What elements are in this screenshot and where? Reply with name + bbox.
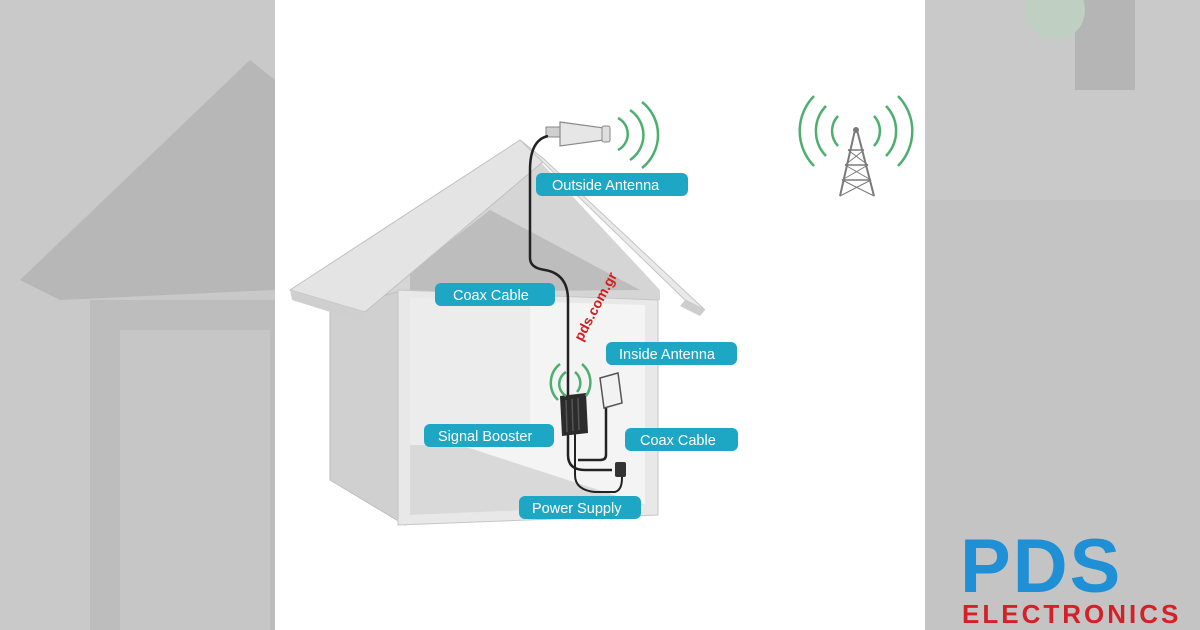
power-supply-icon [615, 462, 626, 477]
house-illustration [288, 139, 706, 526]
inside-antenna-icon [599, 372, 623, 409]
label-outside-antenna: Outside Antenna [536, 173, 688, 196]
tower-signal-waves-icon [798, 95, 914, 167]
label-power-supply: Power Supply [519, 496, 641, 519]
pds-electronics-logo: PDS ELECTRONICS [960, 529, 1200, 630]
label-signal-booster-text: Signal Booster [438, 429, 532, 445]
label-power-supply-text: Power Supply [532, 501, 622, 517]
label-inside-antenna-text: Inside Antenna [619, 347, 716, 363]
cell-tower-icon [839, 127, 875, 197]
blurred-backdrop-right [925, 0, 1200, 630]
label-coax-cable-top-text: Coax Cable [453, 288, 529, 304]
signal-booster-device-icon [560, 393, 588, 436]
blurred-house-left [20, 60, 275, 630]
label-coax-cable-top: Coax Cable [435, 283, 555, 306]
logo-main-text: PDS [960, 524, 1123, 609]
label-signal-booster: Signal Booster [424, 424, 554, 447]
outside-antenna-icon [545, 121, 611, 147]
power-cable-line [574, 430, 623, 493]
coax-cable-line [528, 134, 612, 472]
label-coax-cable-bottom-text: Coax Cable [640, 433, 716, 449]
label-outside-antenna-text: Outside Antenna [552, 178, 660, 194]
label-inside-antenna: Inside Antenna [606, 342, 737, 365]
logo-sub-text: ELECTRONICS [962, 599, 1182, 629]
label-coax-cable-bottom: Coax Cable [625, 428, 738, 451]
blurred-house-right [925, 0, 1200, 630]
booster-signal-waves-icon [549, 363, 592, 401]
blurred-backdrop-left [0, 0, 275, 630]
outside-antenna-waves-icon [617, 101, 660, 169]
